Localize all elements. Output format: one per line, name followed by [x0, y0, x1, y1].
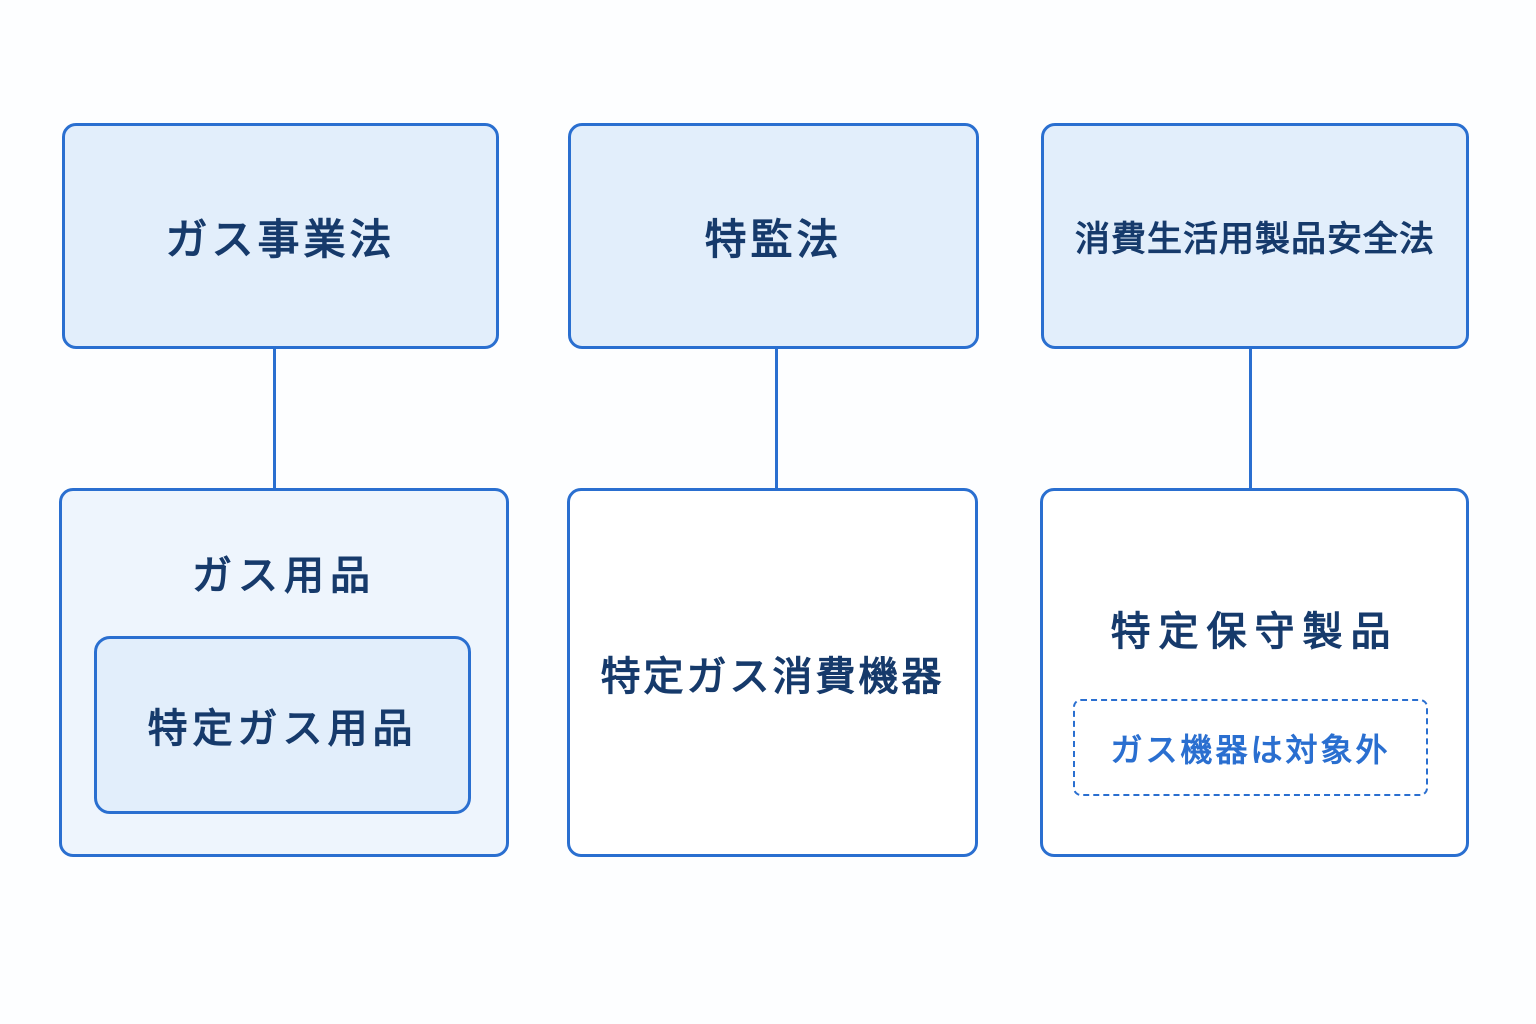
law-label: 特監法: [704, 214, 843, 264]
law-box-gas-business-act: ガス事業法: [62, 123, 499, 349]
law-label: ガス事業法: [165, 214, 396, 264]
exclusion-note: ガス機器は対象外: [1073, 699, 1428, 796]
connector-line: [775, 348, 778, 490]
product-label: ガス用品: [192, 553, 376, 599]
law-box-consumer-product-safety-act: 消費生活用製品安全法: [1041, 123, 1469, 349]
product-label: 特定保守製品: [1110, 609, 1399, 655]
product-box-specified-gas-consumption-equipment: 特定ガス消費機器: [567, 488, 978, 857]
law-label: 消費生活用製品安全法: [1074, 219, 1435, 260]
exclusion-note-text: ガス機器は対象外: [1110, 730, 1391, 769]
connector-line: [273, 348, 276, 490]
law-box-tokkan-act: 特監法: [568, 123, 979, 349]
product-label: 特定ガス消費機器: [600, 653, 945, 700]
inner-box-specified-gas-appliances: 特定ガス用品: [94, 636, 471, 814]
connector-line: [1249, 348, 1252, 490]
inner-label: 特定ガス用品: [147, 706, 418, 752]
product-box-specified-maintenance-products: 特定保守製品: [1040, 488, 1469, 857]
